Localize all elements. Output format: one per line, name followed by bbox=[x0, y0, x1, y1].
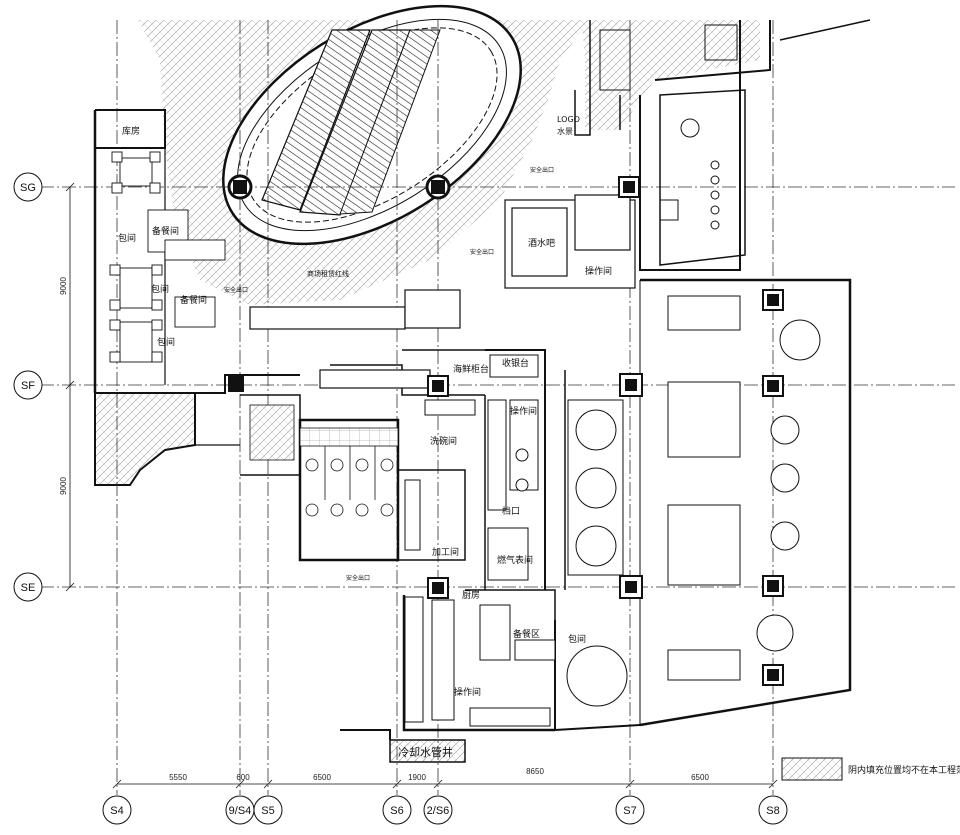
label-bar: 酒水吧 bbox=[528, 237, 555, 249]
private-rooms-west bbox=[109, 151, 226, 363]
dim-label: 6500 bbox=[313, 773, 331, 782]
label-exit1: 安全出口 bbox=[530, 166, 554, 174]
label-seafood: 海鲜柜台 bbox=[453, 363, 489, 375]
dimension-line-horizontal: 5550 600 6500 1900 8650 6500 bbox=[112, 767, 778, 789]
label-kitchen: 厨房 bbox=[462, 589, 480, 601]
row-axis-label: SG bbox=[20, 182, 36, 194]
label-gas-meter: 燃气表间 bbox=[497, 554, 533, 566]
rect-tables-east bbox=[667, 295, 741, 681]
label-operation2: 操作间 bbox=[510, 405, 537, 417]
column-axis-label: S5 bbox=[261, 805, 274, 817]
round-tables-east bbox=[756, 319, 821, 652]
label-logo: LOGO bbox=[557, 115, 580, 124]
label-prep2: 备餐间 bbox=[180, 294, 207, 306]
dim-label: 600 bbox=[236, 773, 250, 782]
label-storage: 库房 bbox=[122, 125, 140, 137]
label-stall: 档口 bbox=[502, 505, 520, 517]
booth-group bbox=[567, 399, 624, 576]
column-axis-label: 2/S6 bbox=[427, 805, 450, 817]
label-exit4: 安全出口 bbox=[346, 574, 370, 582]
row-axes: SG SF SE bbox=[13, 172, 43, 602]
washroom bbox=[249, 404, 399, 517]
column-axis-label: S6 bbox=[390, 805, 403, 817]
label-cold-pipe: 冷却水管井 bbox=[398, 745, 453, 759]
room-labels: 库房 包间 包间 包间 备餐间 备餐间 酒水吧 操作间 LOGO 水景 海鲜柜台… bbox=[118, 115, 612, 759]
label-private2: 包间 bbox=[151, 283, 169, 295]
column-axes: S4 9/S4 S5 S6 2/S6 S7 S8 bbox=[102, 795, 788, 825]
label-private1: 包间 bbox=[118, 232, 136, 244]
dimension-line-vertical: 9000 9000 bbox=[59, 182, 75, 592]
label-water-bar: 水景 bbox=[557, 126, 573, 136]
column-axis-label: 9/S4 bbox=[229, 805, 252, 817]
column-axis-label: S8 bbox=[766, 805, 779, 817]
dim-label: 9000 bbox=[59, 477, 68, 495]
round-table-private bbox=[566, 645, 628, 707]
label-operation1: 操作间 bbox=[585, 265, 612, 277]
row-axis-label: SE bbox=[21, 582, 36, 594]
column-axis-label: S4 bbox=[110, 805, 123, 817]
grid-lines bbox=[40, 20, 955, 795]
label-exit3: 安全出口 bbox=[224, 286, 248, 294]
structural-columns bbox=[227, 174, 784, 686]
legend-text: 阴内填充位置均不在本工程范围内。 bbox=[848, 764, 960, 776]
legend-swatch bbox=[781, 757, 843, 781]
entrance-feature bbox=[599, 24, 738, 230]
label-prep-area: 备餐区 bbox=[513, 628, 540, 640]
dim-label: 5550 bbox=[169, 773, 187, 782]
label-washing: 洗碗间 bbox=[430, 435, 457, 447]
kitchen-equipment bbox=[404, 354, 556, 727]
label-operation3: 操作间 bbox=[454, 686, 481, 698]
label-private4: 包间 bbox=[568, 633, 586, 645]
walls bbox=[93, 19, 871, 740]
label-private3: 包间 bbox=[157, 336, 175, 348]
dim-label: 8650 bbox=[526, 767, 544, 776]
dim-label: 9000 bbox=[59, 277, 68, 295]
dim-label: 1900 bbox=[408, 773, 426, 782]
counter-row bbox=[249, 194, 636, 389]
legend: 阴内填充位置均不在本工程范围内。 bbox=[781, 757, 960, 781]
label-mall-line: 商场租赁红线 bbox=[307, 269, 349, 278]
row-axis-label: SF bbox=[21, 380, 35, 392]
label-exit2: 安全出口 bbox=[470, 248, 494, 256]
dim-label: 6500 bbox=[691, 773, 709, 782]
dining-tables bbox=[566, 295, 821, 707]
label-processing: 加工间 bbox=[432, 546, 459, 558]
column-axis-label: S7 bbox=[623, 805, 636, 817]
label-cashier: 收银台 bbox=[502, 357, 529, 369]
label-prep1: 备餐间 bbox=[152, 225, 179, 237]
